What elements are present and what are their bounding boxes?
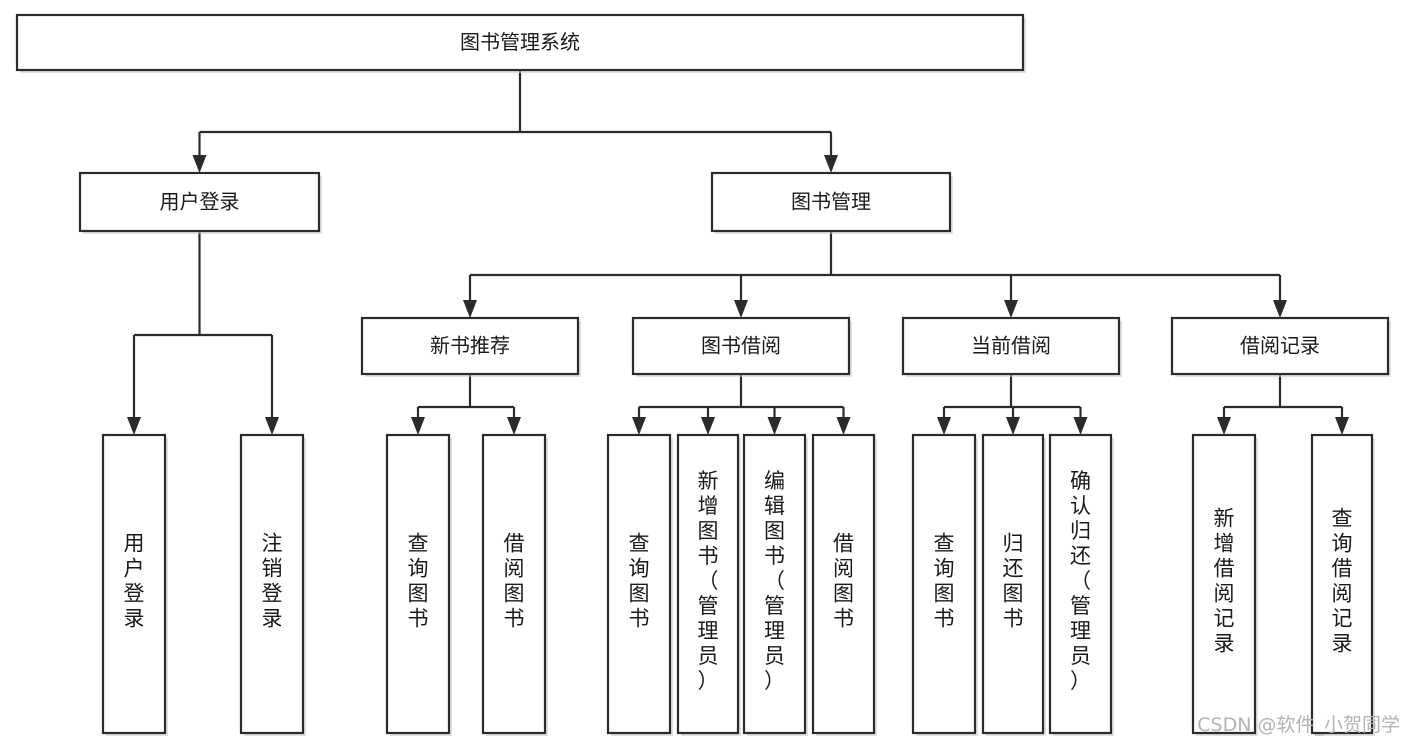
node-label: 查询借阅记录 <box>1332 507 1353 656</box>
node-leaf-borrow-book-recommend[interactable]: 借阅图书 <box>481 433 548 736</box>
node-leaf-query-book-recommend[interactable]: 查询图书 <box>385 433 452 736</box>
arrow-head-icon <box>1004 300 1018 318</box>
node-user-login[interactable]: 用户登录 <box>78 171 322 234</box>
node-leaf-query-borrow-record[interactable]: 查询借阅记录 <box>1310 433 1375 736</box>
node-label: 查询图书 <box>934 532 955 631</box>
node-box[interactable] <box>1048 433 1113 735</box>
node-leaf-return-book[interactable]: 归还图书 <box>981 433 1046 736</box>
node-leaf-query-book-borrow[interactable]: 查询图书 <box>606 433 673 736</box>
arrow-head-icon <box>937 417 951 435</box>
node-box[interactable] <box>901 316 1121 376</box>
node-label: 确认归还（管理员） <box>1070 469 1091 693</box>
node-leaf-edit-book[interactable]: 编辑图书（管理员） <box>742 433 808 736</box>
node-leaf-borrow-book[interactable]: 借阅图书 <box>811 433 877 736</box>
node-box[interactable] <box>15 13 1025 72</box>
node-label: 图书借阅 <box>701 334 781 358</box>
node-leaf-user-logout[interactable]: 注销登录 <box>239 433 306 736</box>
node-label: 图书管理 <box>791 190 871 214</box>
arrow-head-icon <box>507 417 521 435</box>
arrow-head-icon <box>127 417 141 435</box>
node-box[interactable] <box>1310 433 1374 735</box>
arrow-head-icon <box>1006 417 1020 435</box>
node-box[interactable] <box>742 433 807 735</box>
connector-layer <box>127 70 1349 435</box>
node-box[interactable] <box>385 433 451 735</box>
node-borrow-record[interactable]: 借阅记录 <box>1170 316 1391 377</box>
node-label: 归还图书 <box>1003 532 1024 631</box>
arrow-head-icon <box>1335 417 1349 435</box>
node-box[interactable] <box>676 433 740 735</box>
node-box[interactable] <box>981 433 1045 735</box>
node-label: 用户登录 <box>160 190 240 214</box>
node-leaf-confirm-return[interactable]: 确认归还（管理员） <box>1048 433 1114 736</box>
arrow-head-icon <box>836 417 851 435</box>
node-label: 借阅图书 <box>833 532 854 631</box>
arrow-head-icon <box>824 155 838 173</box>
node-leaf-user-login[interactable]: 用户登录 <box>101 433 168 736</box>
node-box[interactable] <box>606 433 672 735</box>
node-box[interactable] <box>239 433 305 735</box>
csdn-watermark: CSDN @软件_小贺同学 <box>1197 714 1400 736</box>
node-box[interactable] <box>1170 316 1390 376</box>
arrow-head-icon <box>1273 300 1287 318</box>
node-label: 新增借阅记录 <box>1214 507 1235 656</box>
node-label: 图书管理系统 <box>460 30 580 54</box>
node-root[interactable]: 图书管理系统 <box>15 13 1026 73</box>
node-leaf-add-book[interactable]: 新增图书（管理员） <box>676 433 741 736</box>
arrow-head-icon <box>411 417 425 435</box>
node-leaf-add-borrow-record[interactable]: 新增借阅记录 <box>1191 433 1258 736</box>
node-box[interactable] <box>1191 433 1257 735</box>
node-label: 当前借阅 <box>971 334 1051 358</box>
node-new-book-recommend[interactable]: 新书推荐 <box>360 316 581 377</box>
arrow-head-icon <box>767 417 782 435</box>
node-box[interactable] <box>911 433 977 735</box>
arrow-head-icon <box>192 155 207 173</box>
node-box[interactable] <box>78 171 321 233</box>
arrow-head-icon <box>1073 417 1088 435</box>
node-label: 借阅图书 <box>504 532 525 631</box>
node-book-borrow[interactable]: 图书借阅 <box>631 316 852 377</box>
node-label: 借阅记录 <box>1240 334 1320 358</box>
node-label: 新增图书（管理员） <box>698 469 719 693</box>
arrow-head-icon <box>632 417 646 435</box>
node-label: 查询图书 <box>408 532 429 631</box>
node-box[interactable] <box>101 433 167 735</box>
node-book-management[interactable]: 图书管理 <box>710 171 953 234</box>
node-box[interactable] <box>710 171 952 233</box>
arrow-head-icon <box>734 300 748 318</box>
node-label: 编辑图书（管理员） <box>764 469 785 693</box>
node-layer: 图书管理系统用户登录图书管理新书推荐图书借阅当前借阅借阅记录用户登录注销登录查询… <box>15 13 1391 736</box>
arrow-head-icon <box>1217 417 1231 435</box>
node-box[interactable] <box>481 433 547 735</box>
node-label: 新书推荐 <box>430 334 510 358</box>
node-box[interactable] <box>811 433 876 735</box>
node-label: 注销登录 <box>262 532 283 631</box>
node-leaf-query-book-current[interactable]: 查询图书 <box>911 433 978 736</box>
arrow-head-icon <box>701 417 715 435</box>
node-box[interactable] <box>631 316 851 376</box>
arrow-head-icon <box>463 300 477 318</box>
node-current-borrow[interactable]: 当前借阅 <box>901 316 1122 377</box>
node-label: 用户登录 <box>124 532 145 631</box>
node-label: 查询图书 <box>629 532 650 631</box>
arrow-head-icon <box>265 417 279 435</box>
node-box[interactable] <box>360 316 580 376</box>
